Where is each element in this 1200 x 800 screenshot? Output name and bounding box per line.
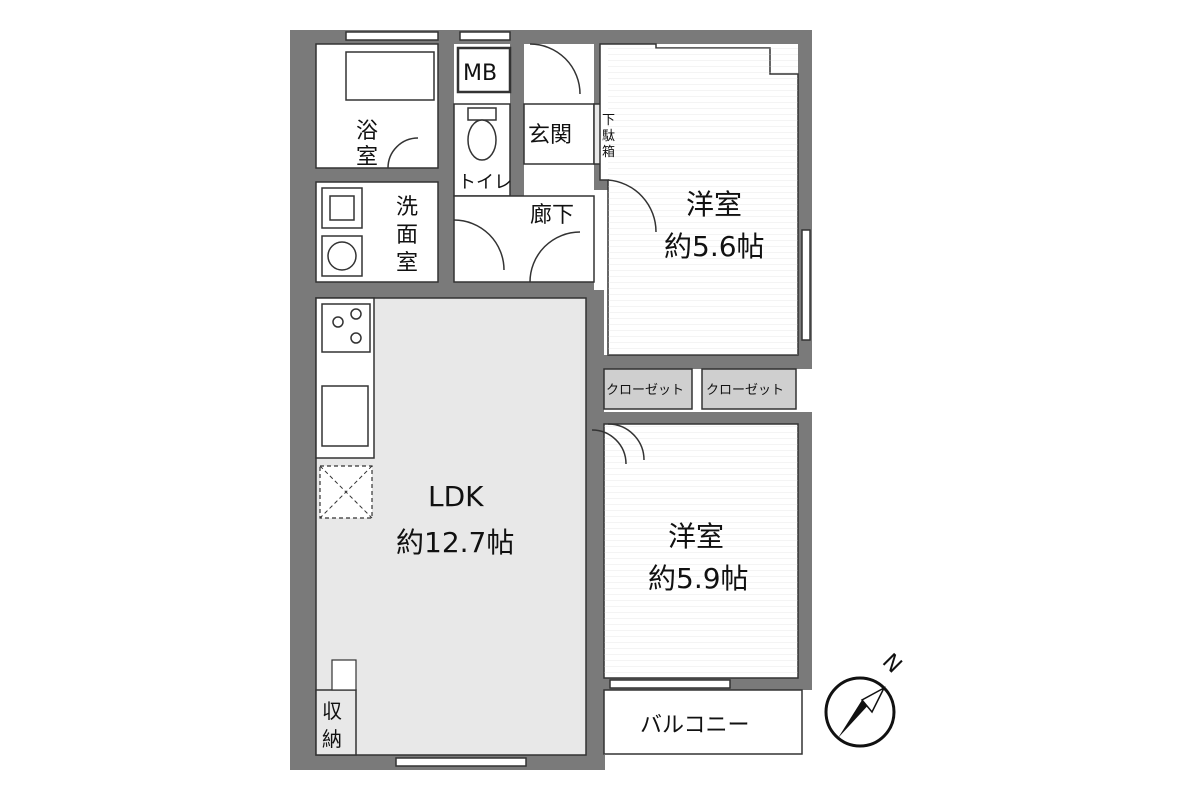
bath-label-1: 浴 xyxy=(356,119,378,144)
shoebox-label-3: 箱 xyxy=(602,144,615,160)
washroom-label-3: 室 xyxy=(396,251,418,276)
ldk-size: 約12.7帖 xyxy=(396,526,514,559)
hallway-label: 廊下 xyxy=(530,203,574,228)
shoebox-label-2: 駄 xyxy=(602,129,615,144)
ldk-name: LDK xyxy=(428,480,484,513)
mb-label: MB xyxy=(463,61,497,86)
storage-label-2: 納 xyxy=(322,727,342,751)
compass: N xyxy=(824,649,906,748)
western1-size: 約5.6帖 xyxy=(664,230,765,263)
closet2-label: クローゼット xyxy=(706,383,784,398)
bath-label-2: 室 xyxy=(356,145,378,170)
compass-north-label: N xyxy=(877,649,906,678)
washroom-label-1: 洗 xyxy=(396,195,418,220)
western1-name: 洋室 xyxy=(686,188,742,221)
entrance-label: 玄関 xyxy=(528,123,572,148)
closet1-label: クローゼット xyxy=(606,383,684,398)
washroom-label-2: 面 xyxy=(396,223,418,248)
western2-name: 洋室 xyxy=(668,520,724,553)
toilet-label: トイレ xyxy=(458,172,512,193)
fixtures xyxy=(321,43,657,465)
western2-size: 約5.9帖 xyxy=(648,562,749,595)
labels: 浴 室 MB トイレ 玄関 下 駄 箱 洗 面 室 廊下 洋室 約5.6帖 クロ… xyxy=(322,61,784,751)
shoebox-label-1: 下 xyxy=(602,113,615,128)
windows xyxy=(345,31,811,767)
balcony-label: バルコニー xyxy=(640,713,750,738)
storage-label-1: 収 xyxy=(322,699,342,723)
room-floors xyxy=(315,43,803,756)
